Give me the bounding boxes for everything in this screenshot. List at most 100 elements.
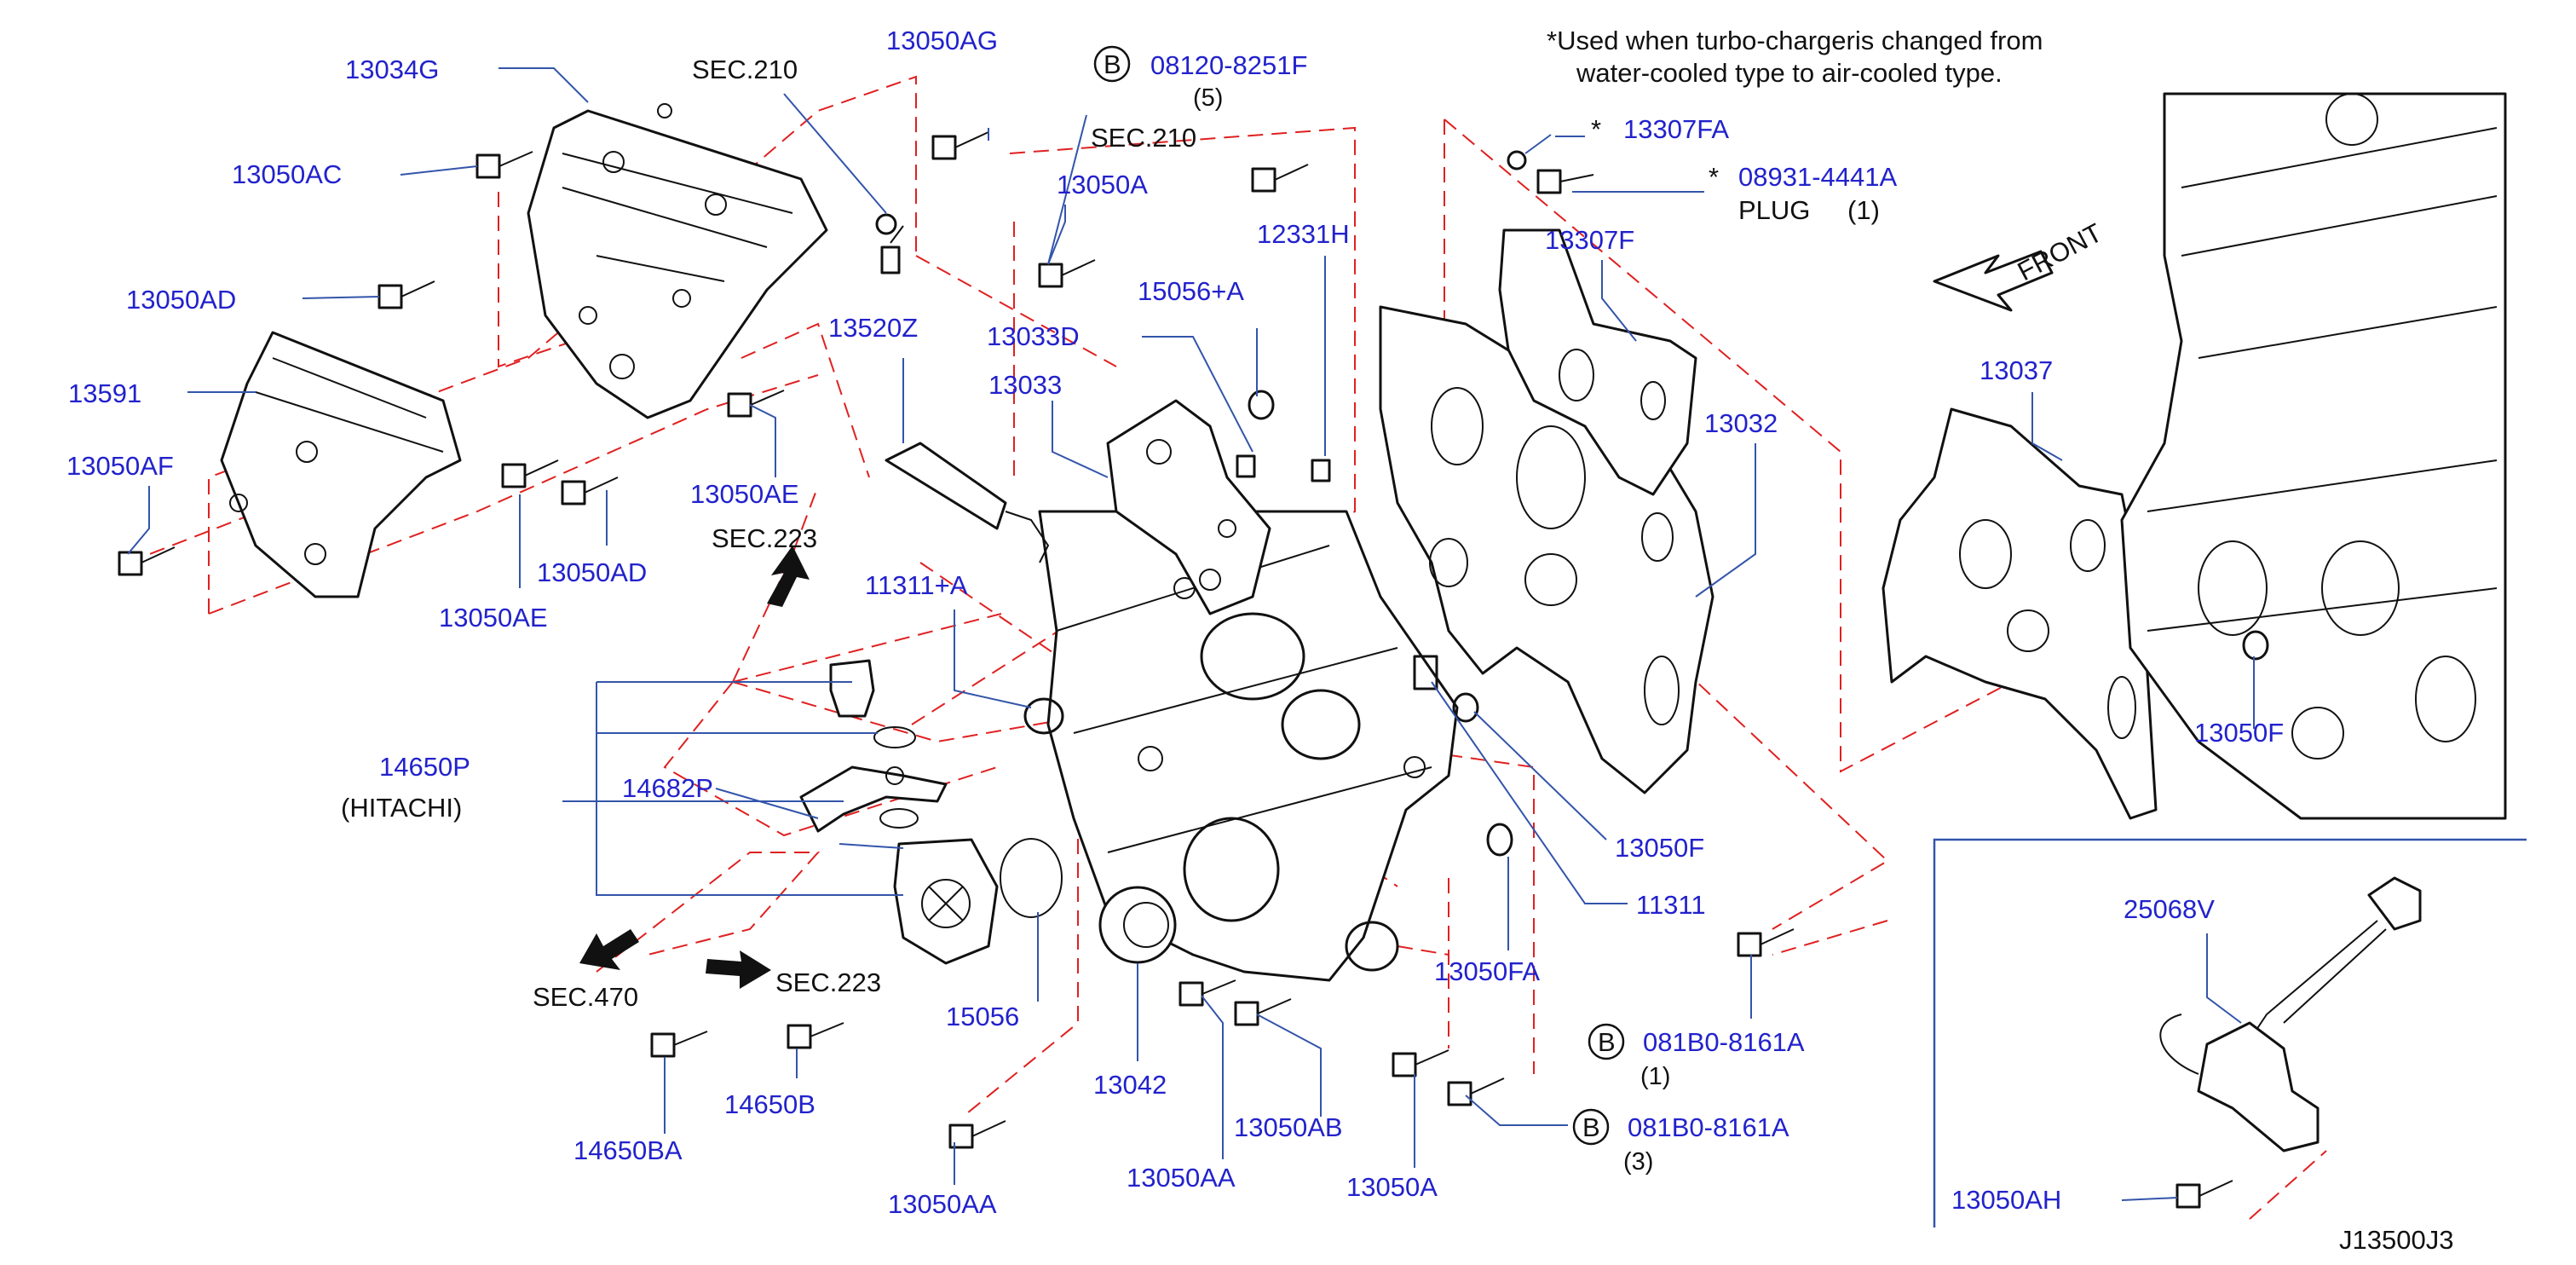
label-13050f-2: 13050F	[1615, 833, 1704, 863]
star-08931-4441a: * 08931-4441A PLUG (1)	[1709, 162, 1897, 225]
oil-seal-13042	[1098, 886, 1177, 964]
svg-text:13307FA: 13307FA	[1623, 114, 1729, 144]
label-13050f-1: 13050F	[2194, 718, 2284, 748]
label-13050ag: 13050AG	[886, 26, 998, 55]
label-13050fa: 13050FA	[1434, 956, 1540, 986]
bolt-13050ac	[475, 151, 533, 179]
label-25068v: 25068V	[2124, 894, 2215, 924]
front-label: FRONT	[2013, 217, 2107, 286]
bolt-ref-081b0-8161a-1: B 081B0-8161A (1)	[1588, 1023, 1805, 1090]
arrow-sec470-icon	[579, 929, 639, 970]
svg-text:PLUG: PLUG	[1738, 195, 1810, 225]
vacuum-pump-14650p	[893, 838, 1063, 965]
bracket-13033d	[1106, 399, 1271, 615]
svg-text:(1): (1)	[1847, 195, 1880, 225]
label-13520z: 13520Z	[828, 313, 918, 343]
label-13050ab: 13050AB	[1234, 1112, 1343, 1142]
part-labels: *Used when turbo-chargeris changed from …	[66, 26, 2453, 1255]
washer-sec210	[875, 213, 897, 235]
dowel-a	[1236, 454, 1256, 478]
drawing-id: J13500J3	[2339, 1225, 2453, 1255]
label-hitachi: (HITACHI)	[341, 793, 462, 823]
o-ring-15056a	[1248, 390, 1275, 420]
label-13037: 13037	[1980, 355, 2053, 385]
bolt-13050ag	[931, 131, 989, 160]
section-arrows	[579, 250, 2054, 989]
badge-b-icon	[1588, 1023, 1625, 1060]
label-15056a: 15056+A	[1138, 276, 1244, 306]
o-rings	[875, 150, 2269, 857]
label-13033d: 13033D	[987, 321, 1080, 351]
o-ring-11311a	[1023, 697, 1064, 735]
label-13034g: 13034G	[345, 55, 439, 84]
arrow-sec223-right-icon	[706, 950, 771, 989]
fitting-14682p	[799, 659, 948, 833]
label-13050a-1: 13050A	[1057, 170, 1148, 199]
bolt-13050ae-2	[727, 390, 785, 418]
o-ring-13050f	[1452, 692, 1479, 723]
label-14650b: 14650B	[724, 1089, 815, 1119]
inset-frame	[1933, 838, 2527, 1227]
svg-text:08120-8251F: 08120-8251F	[1150, 50, 1307, 80]
bolt-081b0-3	[1447, 1077, 1505, 1106]
label-15056: 15056	[946, 1002, 1019, 1031]
svg-text:B: B	[1104, 49, 1121, 79]
bolt-08931	[1536, 169, 1594, 194]
label-13050ae-2: 13050AE	[439, 603, 548, 632]
o-ring-13050fa	[1486, 823, 1513, 857]
bolt-13050aa-1	[948, 1120, 1006, 1149]
label-sec223-a: SEC.223	[712, 523, 817, 553]
label-12331h: 12331H	[1257, 219, 1350, 249]
gasket-13037	[1882, 407, 2158, 820]
bolt-13050ab	[1234, 998, 1292, 1026]
label-13591: 13591	[68, 378, 141, 408]
bolt-13050ad-2	[561, 477, 619, 505]
engine-block	[2120, 92, 2507, 820]
bolt-ref-081b0-8161a-3: B 081B0-8161A (3)	[1572, 1108, 1789, 1175]
label-13050ae-1: 13050AE	[690, 479, 799, 509]
timing-cover-upper-13034g	[527, 103, 828, 419]
label-14650p: 14650P	[379, 752, 470, 782]
label-13033: 13033	[988, 370, 1062, 400]
svg-text:(5): (5)	[1193, 84, 1223, 112]
o-ring-13050f-block	[2242, 630, 2269, 661]
bolt-081b0-1	[1737, 928, 1795, 957]
front-arrow-icon	[1933, 250, 2054, 312]
label-13307f: 13307F	[1545, 225, 1634, 255]
label-11311a: 11311+A	[865, 570, 968, 600]
bolt-14650ba	[650, 1031, 708, 1058]
tube-13520z	[885, 442, 1050, 563]
bolt-ref-08120-8251f: B 08120-8251F (5)	[1093, 45, 1307, 112]
label-sec210-a: SEC.210	[692, 55, 798, 84]
gasket-11311	[1413, 655, 1438, 690]
bolt-13050af	[118, 546, 176, 576]
gasket-13307f	[1498, 228, 1697, 496]
badge-b-icon	[1572, 1108, 1610, 1146]
svg-text:(3): (3)	[1623, 1148, 1653, 1175]
sensor-plug-sec210	[880, 225, 904, 274]
arrow-sec223-up-icon	[767, 546, 810, 607]
label-13050aa-2: 13050AA	[1127, 1163, 1236, 1193]
label-13050ac: 13050AC	[232, 159, 342, 189]
dowel-12331h	[1311, 459, 1331, 482]
star-13307fa: * 13307FA	[1591, 114, 1729, 144]
washer-13307fa	[1507, 150, 1527, 170]
timing-cover-lower-13591	[220, 331, 462, 598]
label-sec470: SEC.470	[533, 982, 638, 1012]
label-13050aa-1: 13050AA	[888, 1189, 997, 1219]
leader-lines	[127, 67, 2255, 1201]
svg-text:(1): (1)	[1640, 1063, 1670, 1090]
label-11311: 11311	[1636, 890, 1706, 920]
svg-text:081B0-8161A: 081B0-8161A	[1643, 1027, 1805, 1057]
label-13050ad-1: 13050AD	[126, 285, 236, 315]
svg-text:081B0-8161A: 081B0-8161A	[1628, 1112, 1789, 1142]
label-13050ad-2: 13050AD	[537, 557, 647, 587]
label-13032: 13032	[1704, 408, 1778, 438]
label-sec223-b: SEC.223	[775, 968, 881, 997]
label-13042: 13042	[1093, 1070, 1167, 1100]
bolt-13050ad-1	[377, 280, 435, 309]
svg-text:B: B	[1582, 1112, 1600, 1142]
svg-text:B: B	[1598, 1027, 1616, 1057]
note-line-1: *Used when turbo-chargeris changed from	[1547, 26, 2043, 55]
